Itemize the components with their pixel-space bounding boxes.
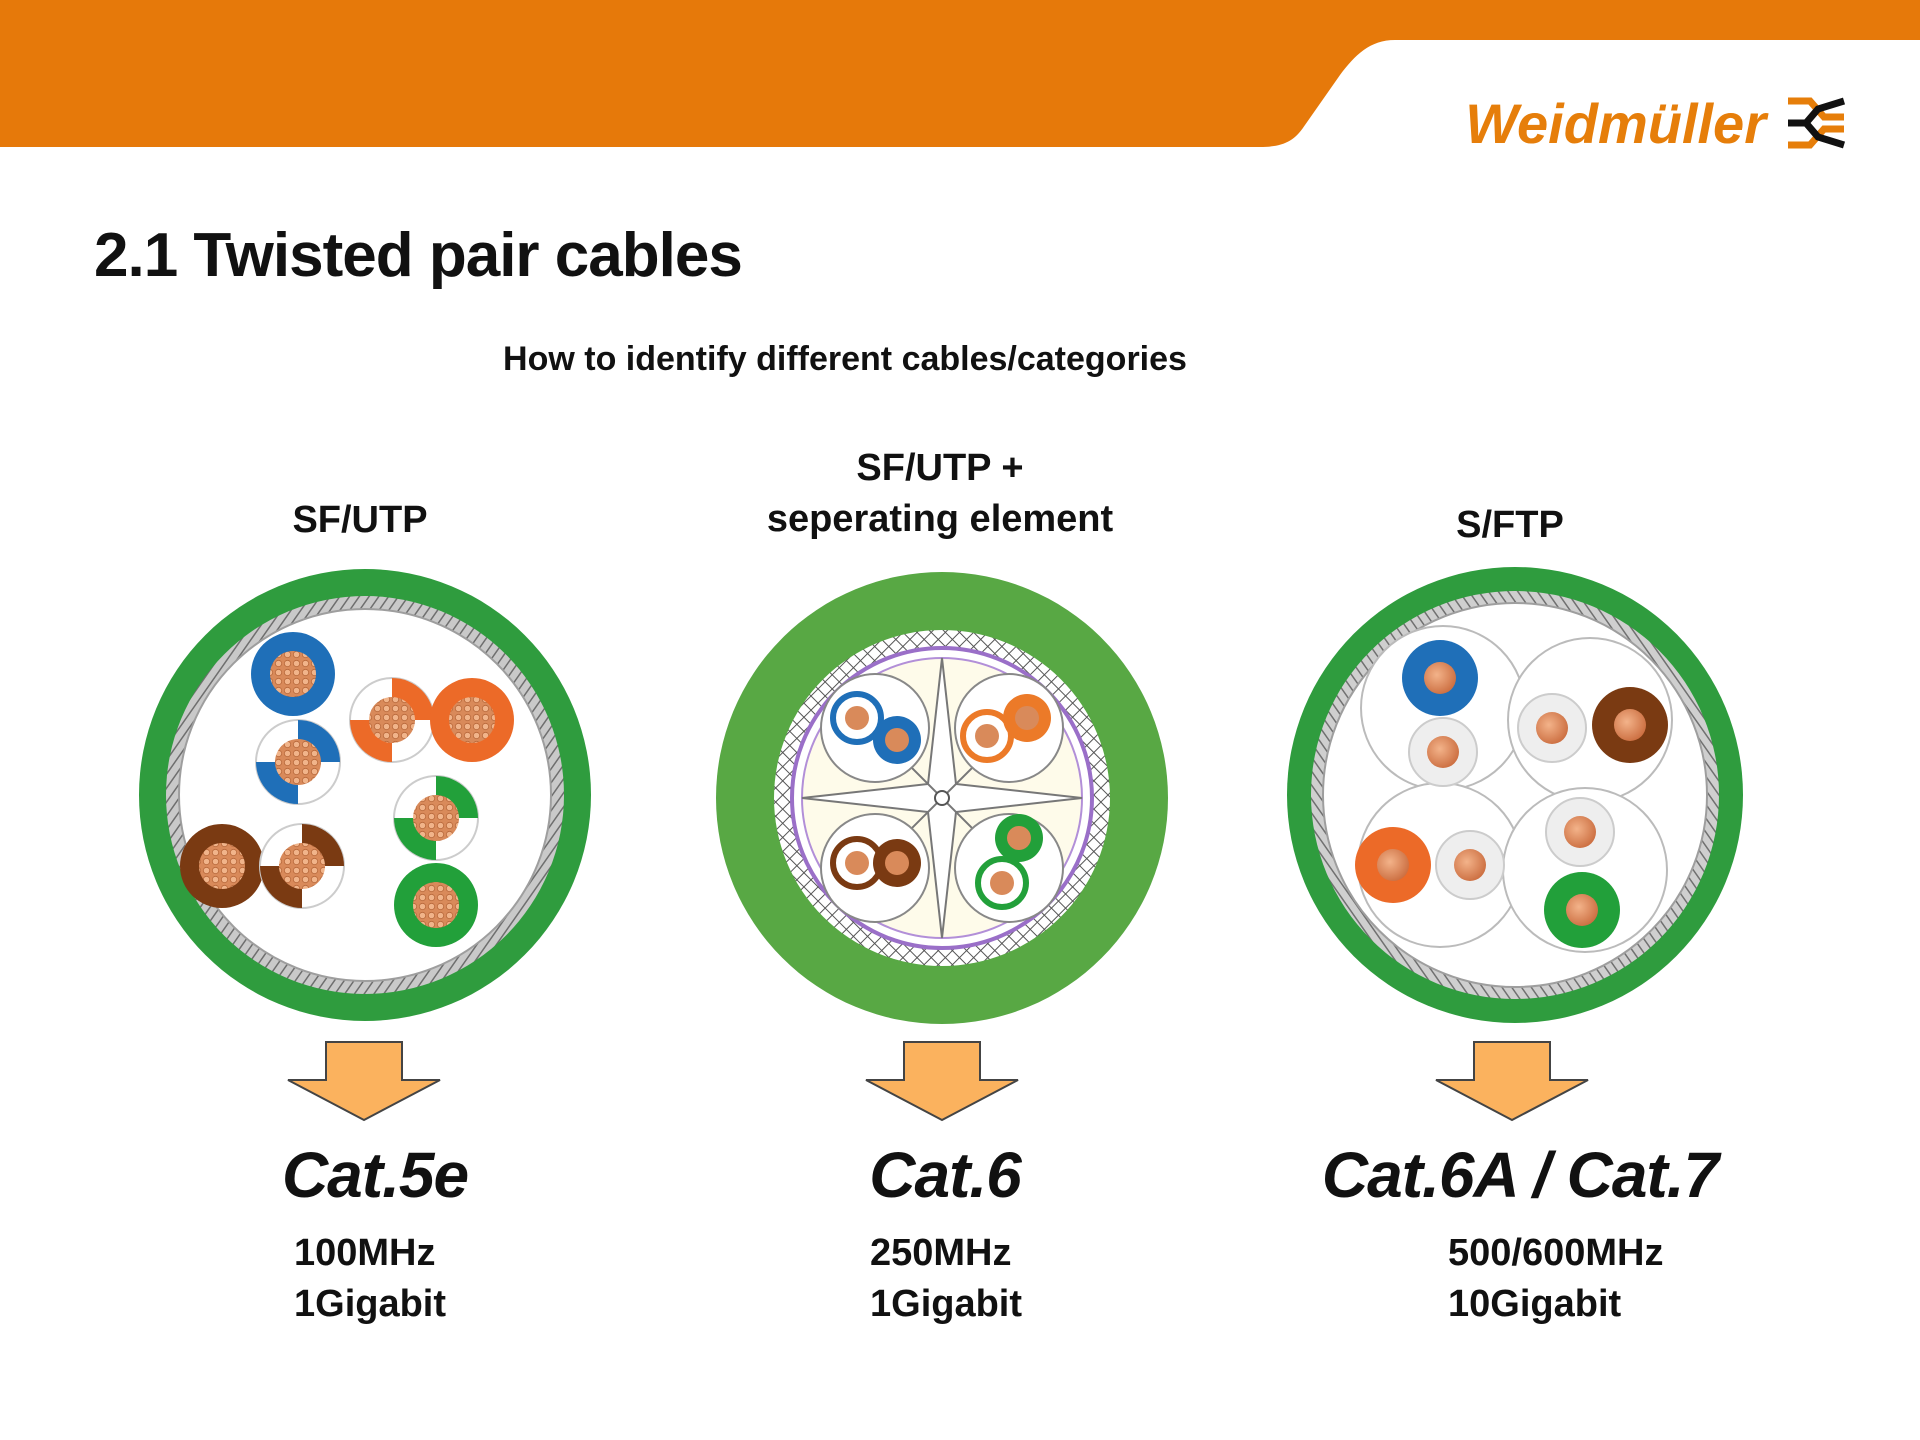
- spec-bandwidth: 1Gigabit: [294, 1283, 447, 1326]
- spec-cat6: 250MHz 1Gigabit: [870, 1228, 1022, 1331]
- cable-label-line: SF/UTP +: [856, 447, 1024, 489]
- spec-bandwidth: 10Gigabit: [1448, 1283, 1622, 1326]
- cable-label-sf-utp: SF/UTP: [220, 495, 500, 546]
- spec-frequency: 250MHz: [870, 1232, 1012, 1274]
- category-cat6a-cat7: Cat.6A / Cat.7: [1321, 1139, 1719, 1211]
- cable-label-line: seperating element: [766, 498, 1114, 541]
- weidmuller-logo-icon: [1788, 97, 1846, 149]
- down-arrow-icon: [287, 1041, 441, 1122]
- category-cat5e: Cat.5e: [281, 1139, 469, 1211]
- cable-label-sf-utp-separator: SF/UTP + seperating element: [740, 443, 1140, 546]
- down-arrow-icon: [865, 1041, 1019, 1122]
- sf-utp-cable-cross-section-icon: [139, 569, 591, 1021]
- sf-utp-separator-cable-cross-section-icon: [716, 572, 1168, 1024]
- page-title: 2.1 Twisted pair cables: [94, 221, 743, 290]
- s-ftp-cable-cross-section-icon: [1287, 567, 1743, 1023]
- brand-logo: Weidmüller: [1428, 88, 1848, 158]
- spec-bandwidth: 1Gigabit: [870, 1283, 1023, 1326]
- category-cat6: Cat.6: [869, 1139, 1022, 1211]
- cable-label-s-ftp: S/FTP: [1370, 500, 1650, 551]
- header-banner: [0, 0, 1920, 147]
- spec-cat5e: 100MHz 1Gigabit: [294, 1228, 446, 1331]
- spec-frequency: 500/600MHz: [1448, 1232, 1664, 1274]
- cable-label-line: SF/UTP: [292, 499, 428, 541]
- page-subtitle: How to identify different cables/categor…: [503, 340, 1187, 378]
- cable-label-line: S/FTP: [1456, 504, 1564, 546]
- spec-frequency: 100MHz: [294, 1232, 436, 1274]
- brand-name: Weidmüller: [1465, 91, 1766, 155]
- spec-cat6a-cat7: 500/600MHz 10Gigabit: [1448, 1228, 1663, 1331]
- down-arrow-icon: [1435, 1041, 1589, 1122]
